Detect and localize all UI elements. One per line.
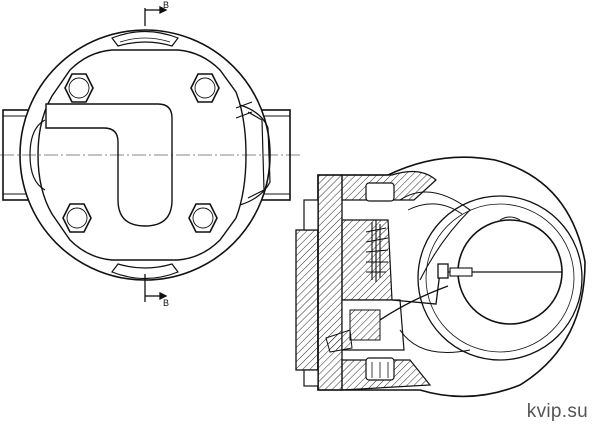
section-label-top: B [163, 0, 170, 10]
top-lug [111, 30, 179, 47]
float-ball [449, 216, 563, 325]
bolt-top-right [190, 73, 220, 103]
top-view [0, 5, 300, 302]
bimetal-element [365, 220, 389, 282]
bottom-lug [111, 263, 179, 280]
section-label-bottom: B [163, 298, 170, 308]
float-chamber [417, 195, 583, 361]
float-lever [379, 263, 454, 321]
center-boss [45, 103, 173, 227]
bolt-bottom-right [188, 203, 218, 233]
bolt-bottom-left [62, 203, 92, 233]
section-mark-top [144, 5, 168, 26]
section-mark-bottom [144, 274, 168, 302]
bolt-top-left [64, 73, 94, 103]
cover-flange [295, 229, 319, 371]
watermark-text: kvip.su [526, 401, 588, 422]
hatched-wall-left [317, 174, 343, 391]
section-view [295, 156, 586, 398]
